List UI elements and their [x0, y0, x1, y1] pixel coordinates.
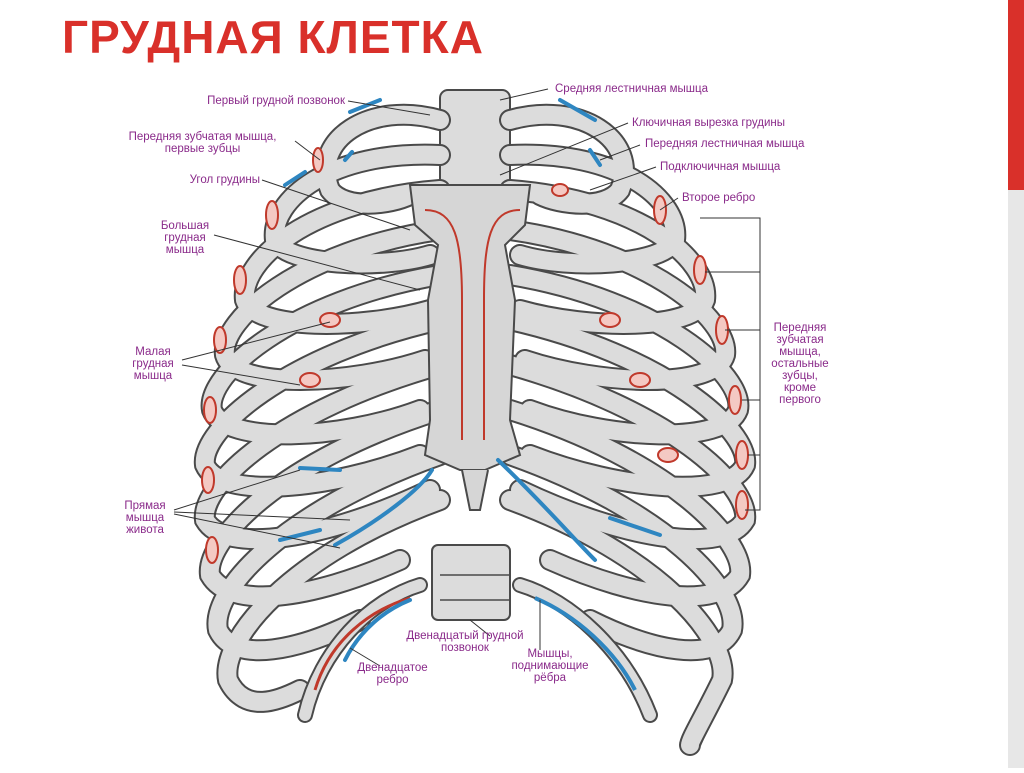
- slide-title: ГРУДНАЯ КЛЕТКА: [62, 11, 484, 63]
- label-twelfth-thoracic-vertebra: Двенадцатый грудной позвонок: [406, 630, 524, 654]
- label-subclavius: Подключичная мышца: [660, 161, 781, 173]
- slide-side-bar: [1008, 0, 1024, 768]
- label-anterior-scalene: Передняя лестничная мышца: [645, 138, 805, 150]
- label-rectus-abdominis: Прямая мышца живота: [124, 500, 166, 536]
- xiphoid-process: [461, 469, 489, 511]
- lower-spine: [431, 544, 511, 621]
- side-bar-accent: [1008, 0, 1024, 190]
- label-serratus-first-digitations: Передняя зубчатая мышца, первые зубцы: [128, 131, 277, 155]
- label-pectoralis-minor: Малая грудная мышца: [132, 346, 174, 382]
- label-second-rib: Второе ребро: [682, 192, 756, 204]
- label-rib-elevator-muscles: Мышцы, поднимающие рёбра: [511, 648, 589, 684]
- label-middle-scalene: Средняя лестничная мышца: [555, 83, 708, 95]
- muscle-attachments-red: [201, 147, 749, 564]
- label-twelfth-rib: Двенадцатое ребро: [357, 662, 428, 686]
- sternum: [408, 184, 532, 471]
- label-sternal-angle: Угол грудины: [189, 174, 260, 186]
- label-first-thoracic-vertebra: Первый грудной позвонок: [207, 95, 345, 107]
- leader-lines: [173, 88, 761, 667]
- muscle-attachments-blue: [278, 98, 662, 662]
- label-jugular-notch: Ключичная вырезка грудины: [632, 117, 785, 129]
- label-pectoralis-major: Большая грудная мышца: [160, 220, 210, 256]
- label-serratus-other-digitations: Передняя зубчатая мышца, остальные зубцы…: [771, 322, 829, 406]
